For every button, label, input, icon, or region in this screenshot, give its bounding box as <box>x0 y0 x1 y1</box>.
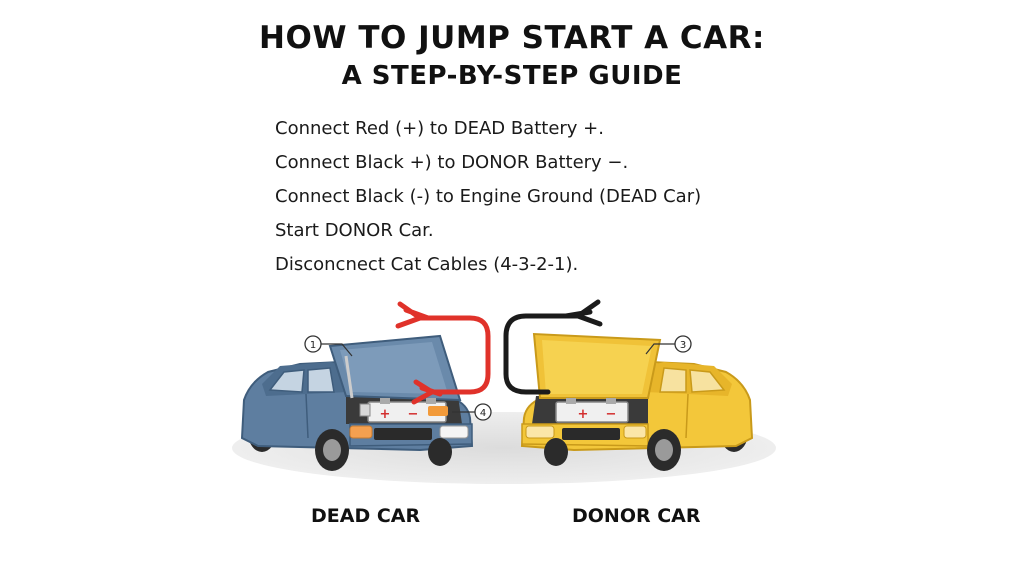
title-line-1: HOW TO JUMP START A CAR: <box>259 20 765 56</box>
marker-4-label: 4 <box>480 408 486 419</box>
step-1: Connect Red (+) to DEAD Battery +. <box>275 118 604 139</box>
step-3: Connect Black (-) to Engine Ground (DEAD… <box>275 186 702 207</box>
donor-car-label: DONOR CAR <box>572 505 701 527</box>
step-5: Disconcnect Cat Cables (4-3-2-1). <box>275 254 579 275</box>
dead-battery-plus-label: + <box>380 407 391 422</box>
black-jumper-cable-icon <box>503 299 603 395</box>
steps-list: Connect Red (+) to DEAD Battery +. Conne… <box>275 112 701 282</box>
marker-1-label: 1 <box>310 340 316 351</box>
dead-battery-minus-label: − <box>408 407 419 422</box>
title-line-2: A STEP-BY-STEP GUIDE <box>341 61 683 91</box>
donor-car-battery-icon: + − <box>555 398 629 423</box>
marker-4: 4 <box>452 403 492 421</box>
red-jumper-cable-icon <box>395 301 491 405</box>
marker-3: 3 <box>645 335 692 355</box>
marker-1: 1 <box>304 335 353 357</box>
marker-3-label: 3 <box>680 340 686 351</box>
dead-car-label: DEAD CAR <box>311 505 421 527</box>
donor-battery-plus-label: + <box>578 407 589 422</box>
step-4: Start DONOR Car. <box>275 220 434 241</box>
dead-car-battery-icon: + − <box>359 398 448 423</box>
donor-battery-minus-label: − <box>606 407 617 422</box>
step-2: Connect Black +) to DONOR Battery −. <box>275 152 629 173</box>
